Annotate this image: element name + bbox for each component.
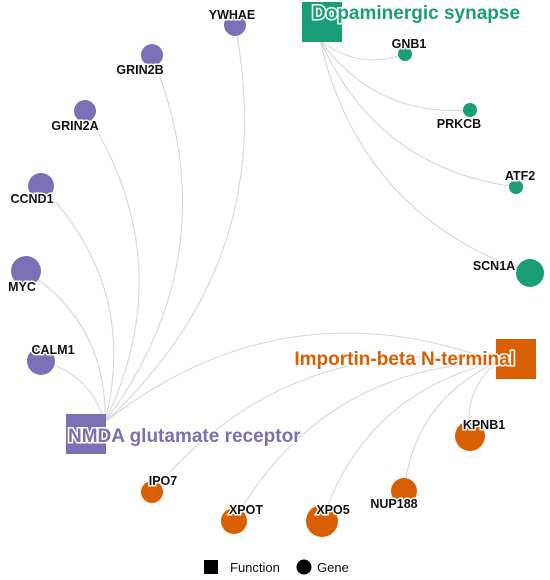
gene-label-calm1: CALM1 (31, 343, 74, 357)
gene-label-atf2: ATF2 (505, 169, 535, 183)
edge-nmda-MYC (25, 270, 106, 423)
gene-node-nup188[interactable] (391, 478, 417, 504)
gene-node-grin2b[interactable] (141, 44, 163, 66)
edge-dopa-GNB1 (319, 39, 406, 61)
gene-label-kpnb1: KPNB1 (463, 418, 505, 432)
function-node-dopa[interactable] (302, 2, 342, 42)
gene-node-calm1[interactable] (27, 347, 55, 375)
function-label-imp: Importin-beta N-terminal (294, 349, 515, 370)
edge-imp-nmda (104, 332, 498, 423)
gene-label-ipo7: IPO7 (149, 474, 178, 488)
gene-label-scn1a: SCN1A (473, 259, 515, 273)
function-label-dopa: Dopaminergic synapse (312, 3, 520, 24)
edge-dopa-PRKCB (319, 39, 471, 112)
gene-label-xpot: XPOT (229, 503, 263, 517)
gene-node-atf2[interactable] (509, 180, 523, 194)
legend-function-swatch (204, 560, 218, 574)
legend-function-label: Function (230, 560, 280, 575)
function-node-nmda[interactable] (66, 414, 106, 454)
gene-node-myc[interactable] (11, 256, 41, 286)
legend-gene-label: Gene (317, 560, 349, 575)
edge-imp-IPO7 (151, 356, 498, 493)
gene-node-grin2a[interactable] (74, 100, 96, 122)
gene-node-prkcb[interactable] (463, 103, 477, 117)
legend-gene-swatch (296, 559, 312, 575)
gene-label-myc: MYC (8, 280, 36, 294)
gene-node-scn1a[interactable] (516, 259, 544, 287)
gene-label-prkcb: PRKCB (437, 117, 481, 131)
edge-nmda-CCND1 (40, 185, 115, 423)
gene-label-nup188: NUP188 (370, 497, 417, 511)
edge-dopa-SCN1A (319, 39, 531, 274)
edge-imp-XPO5 (321, 361, 498, 522)
edge-layer (25, 24, 531, 522)
gene-label-grin2b: GRIN2B (116, 63, 163, 77)
gene-node-xpot[interactable] (221, 508, 247, 534)
gene-node-xpo5[interactable] (306, 505, 338, 537)
gene-label-ywhae: YWHAE (209, 8, 256, 22)
legend: Function Gene (204, 559, 349, 575)
edge-nmda-GRIN2B (104, 54, 184, 423)
gene-node-ipo7[interactable] (141, 481, 163, 503)
gene-label-ccnd1: CCND1 (10, 192, 53, 206)
edge-nmda-YWHAE (104, 24, 246, 423)
gene-label-xpo5: XPO5 (316, 503, 349, 517)
node-layer (11, 2, 544, 537)
edge-imp-XPOT (233, 361, 498, 522)
gene-label-grin2a: GRIN2A (51, 119, 98, 133)
gene-node-kpnb1[interactable] (455, 421, 485, 451)
gene-label-gnb1: GNB1 (392, 37, 427, 51)
edge-imp-NUP188 (403, 361, 498, 492)
edge-dopa-ATF2 (319, 39, 517, 188)
edge-nmda-GRIN2A (84, 110, 140, 423)
gene-node-gnb1[interactable] (398, 47, 412, 61)
gene-node-ccnd1[interactable] (28, 173, 54, 199)
function-node-imp[interactable] (496, 339, 536, 379)
function-label-nmda: NMDA glutamate receptor (68, 426, 301, 447)
gene-node-ywhae[interactable] (224, 14, 246, 36)
